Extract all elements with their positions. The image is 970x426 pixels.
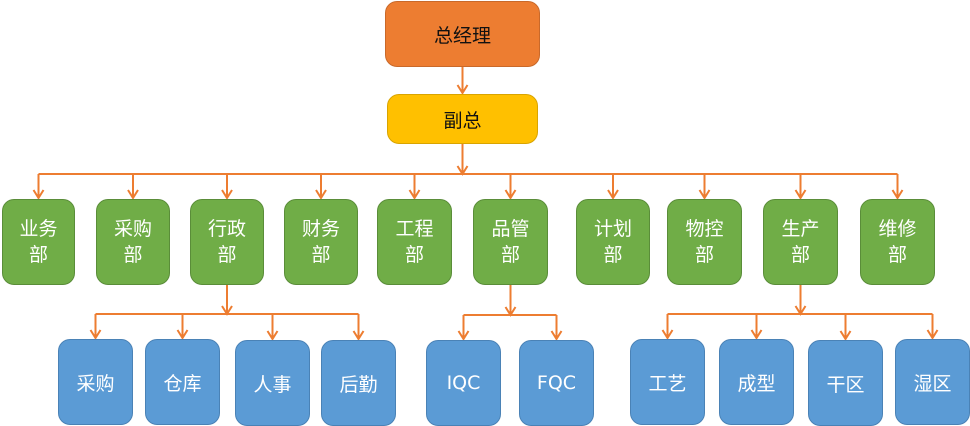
node-label: IQC xyxy=(446,372,481,394)
arrow-head xyxy=(32,189,45,200)
node-label: 财务 部 xyxy=(301,218,340,266)
node-label: 后勤 xyxy=(339,373,378,396)
node-sub-unit[interactable]: 成型 xyxy=(719,339,794,425)
arrow-head xyxy=(891,189,904,200)
node-vice-president[interactable]: 副总 xyxy=(387,94,538,144)
node-label: 计划 部 xyxy=(593,218,632,266)
node-label: 采购 部 xyxy=(113,218,152,266)
node-label: 干区 xyxy=(826,373,865,396)
node-label: 仓库 xyxy=(163,372,202,395)
arrow-head xyxy=(89,329,102,340)
arrow-head xyxy=(352,330,365,341)
node-label: 采购 xyxy=(76,372,115,395)
arrow-head xyxy=(221,189,233,200)
arrow-head xyxy=(315,189,327,200)
arrow-head xyxy=(661,329,674,340)
node-department[interactable]: 计划 部 xyxy=(576,199,650,285)
arrow-head xyxy=(794,189,807,200)
arrow-head xyxy=(698,189,711,200)
node-department[interactable]: 工程 部 xyxy=(377,199,452,285)
arrow-head xyxy=(504,189,517,200)
node-label: 工艺 xyxy=(648,372,687,395)
node-department[interactable]: 财务 部 xyxy=(284,199,358,285)
node-label: 品管 部 xyxy=(491,218,530,266)
arrow-head xyxy=(408,189,421,200)
node-sub-unit[interactable]: 湿区 xyxy=(895,339,970,425)
node-department[interactable]: 品管 部 xyxy=(473,199,548,285)
node-label: 维修 部 xyxy=(878,218,917,266)
arrow-head xyxy=(456,84,469,95)
node-label: 行政 部 xyxy=(207,218,246,266)
node-label: 湿区 xyxy=(913,372,952,395)
node-label: FQC xyxy=(536,372,577,394)
node-label: 总经理 xyxy=(433,24,491,47)
node-sub-unit[interactable]: 工艺 xyxy=(630,339,705,425)
node-sub-unit[interactable]: IQC xyxy=(426,340,501,426)
node-sub-unit[interactable]: 干区 xyxy=(808,340,883,426)
node-sub-unit[interactable]: 采购 xyxy=(58,339,133,425)
arrow-head xyxy=(457,330,470,341)
node-department[interactable]: 维修 部 xyxy=(860,199,935,285)
node-general-manager[interactable]: 总经理 xyxy=(385,1,540,67)
node-department[interactable]: 物控 部 xyxy=(667,199,742,285)
arrow-head xyxy=(127,189,139,200)
arrow-head xyxy=(607,189,619,200)
node-label: 业务 部 xyxy=(19,218,58,266)
arrow-head xyxy=(550,330,563,341)
arrow-head xyxy=(176,329,189,340)
node-sub-unit[interactable]: 人事 xyxy=(235,340,310,426)
node-label: 物控 部 xyxy=(685,218,724,266)
arrow-head xyxy=(926,329,939,340)
arrow-head xyxy=(750,329,763,340)
node-department[interactable]: 采购 部 xyxy=(96,199,170,285)
node-label: 副总 xyxy=(443,109,482,132)
node-department[interactable]: 行政 部 xyxy=(190,199,264,285)
node-label: 人事 xyxy=(253,373,292,396)
arrow-head xyxy=(839,330,852,341)
node-label: 工程 部 xyxy=(395,218,434,266)
node-department[interactable]: 生产 部 xyxy=(763,199,838,285)
node-label: 生产 部 xyxy=(781,218,820,266)
arrow-head xyxy=(266,330,279,341)
node-label: 成型 xyxy=(737,372,776,395)
node-sub-unit[interactable]: FQC xyxy=(519,340,594,426)
node-sub-unit[interactable]: 后勤 xyxy=(321,340,396,426)
node-sub-unit[interactable]: 仓库 xyxy=(145,339,220,425)
node-department[interactable]: 业务 部 xyxy=(2,199,75,285)
